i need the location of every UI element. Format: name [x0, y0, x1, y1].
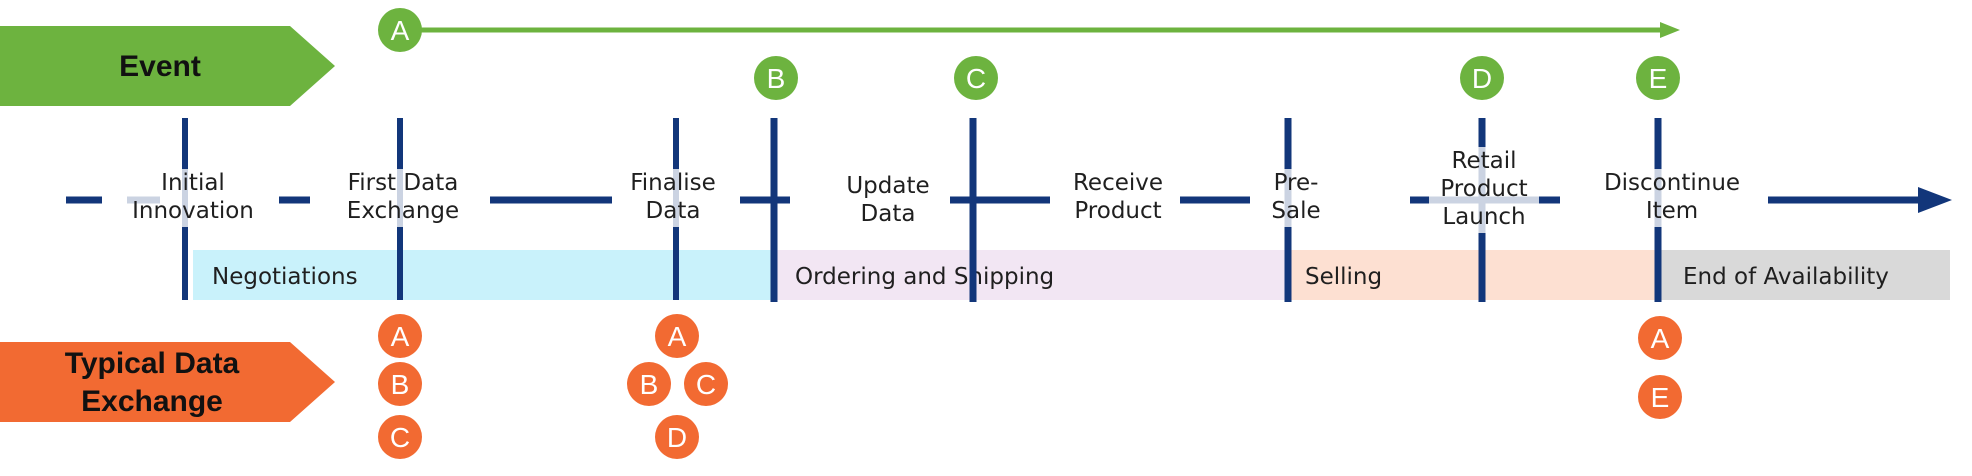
event-badge-circle: [954, 56, 998, 100]
exchange-badge-circle: [378, 362, 422, 406]
event-badge: B: [767, 63, 786, 94]
phase-band: [1660, 250, 1950, 300]
exchange-badge-circle: [378, 415, 422, 459]
exchange-badge: A: [668, 321, 687, 352]
exchange-badge-circle: [378, 314, 422, 358]
event-span-arrowhead: [1660, 22, 1680, 38]
exchange-badge-circle: [1638, 375, 1682, 419]
event-badge-circle: [1636, 56, 1680, 100]
milestone-label: Product: [1440, 176, 1527, 202]
timeline-arrowhead: [1918, 187, 1952, 213]
phase-band: [774, 250, 1288, 300]
exchange-badge-circle: [1638, 316, 1682, 360]
event-badge: A: [391, 15, 410, 46]
milestone-label: Innovation: [132, 198, 254, 224]
data-exchange-tag: [0, 342, 335, 422]
milestone-label: Launch: [1442, 204, 1525, 230]
phase-label: Negotiations: [212, 264, 358, 290]
milestone-label: Exchange: [347, 198, 459, 224]
milestone-label-backing: [1263, 169, 1329, 227]
event-badge: E: [1649, 63, 1668, 94]
milestone-label-backing: [1059, 169, 1177, 227]
phase-label: Selling: [1305, 264, 1382, 290]
milestone-label: Receive: [1073, 170, 1163, 196]
exchange-badge: C: [696, 369, 716, 400]
milestone-label-backing: [124, 169, 262, 227]
data-exchange-tag-label: Exchange: [81, 385, 223, 418]
milestone-label: Sale: [1271, 198, 1320, 224]
milestone-label-backing: [1429, 147, 1539, 233]
milestone-label: Product: [1074, 198, 1161, 224]
exchange-badge-circle: [655, 314, 699, 358]
event-badge-circle: [754, 56, 798, 100]
exchange-badge: B: [640, 369, 659, 400]
milestone-label-backing: [829, 172, 947, 230]
exchange-badge: D: [667, 422, 687, 453]
milestone-label-backing: [1595, 169, 1749, 227]
event-tag: [0, 26, 335, 106]
event-badge-circle: [378, 8, 422, 52]
exchange-badge-circle: [684, 362, 728, 406]
exchange-badge-circle: [655, 415, 699, 459]
milestone-label-backing: [618, 169, 728, 227]
exchange-badge: E: [1651, 382, 1670, 413]
milestone-label: Initial: [161, 170, 225, 196]
milestone-label: Discontinue: [1604, 170, 1740, 196]
phase-label: End of Availability: [1683, 264, 1889, 290]
phase-label: Ordering and Shipping: [795, 264, 1054, 290]
milestone-label: Update: [846, 173, 929, 199]
exchange-badge-circle: [627, 362, 671, 406]
exchange-badge: C: [390, 422, 410, 453]
event-badge-circle: [1460, 56, 1504, 100]
milestone-label-backing: [328, 169, 478, 227]
milestone-label: Data: [861, 201, 916, 227]
event-badge: C: [966, 63, 986, 94]
milestone-label: Retail: [1452, 148, 1517, 174]
milestone-label: First Data: [348, 170, 459, 196]
milestone-label: Pre-: [1274, 170, 1319, 196]
data-exchange-tag-label: Typical Data: [65, 347, 240, 380]
event-tag-label: Event: [119, 50, 201, 83]
milestone-label: Item: [1646, 198, 1698, 224]
event-badge: D: [1472, 63, 1492, 94]
phase-band: [1288, 250, 1660, 300]
exchange-badge: A: [1651, 323, 1670, 354]
exchange-badge: A: [391, 321, 410, 352]
milestone-label: Finalise: [630, 170, 716, 196]
exchange-badge: B: [391, 369, 410, 400]
milestone-label: Data: [646, 198, 701, 224]
